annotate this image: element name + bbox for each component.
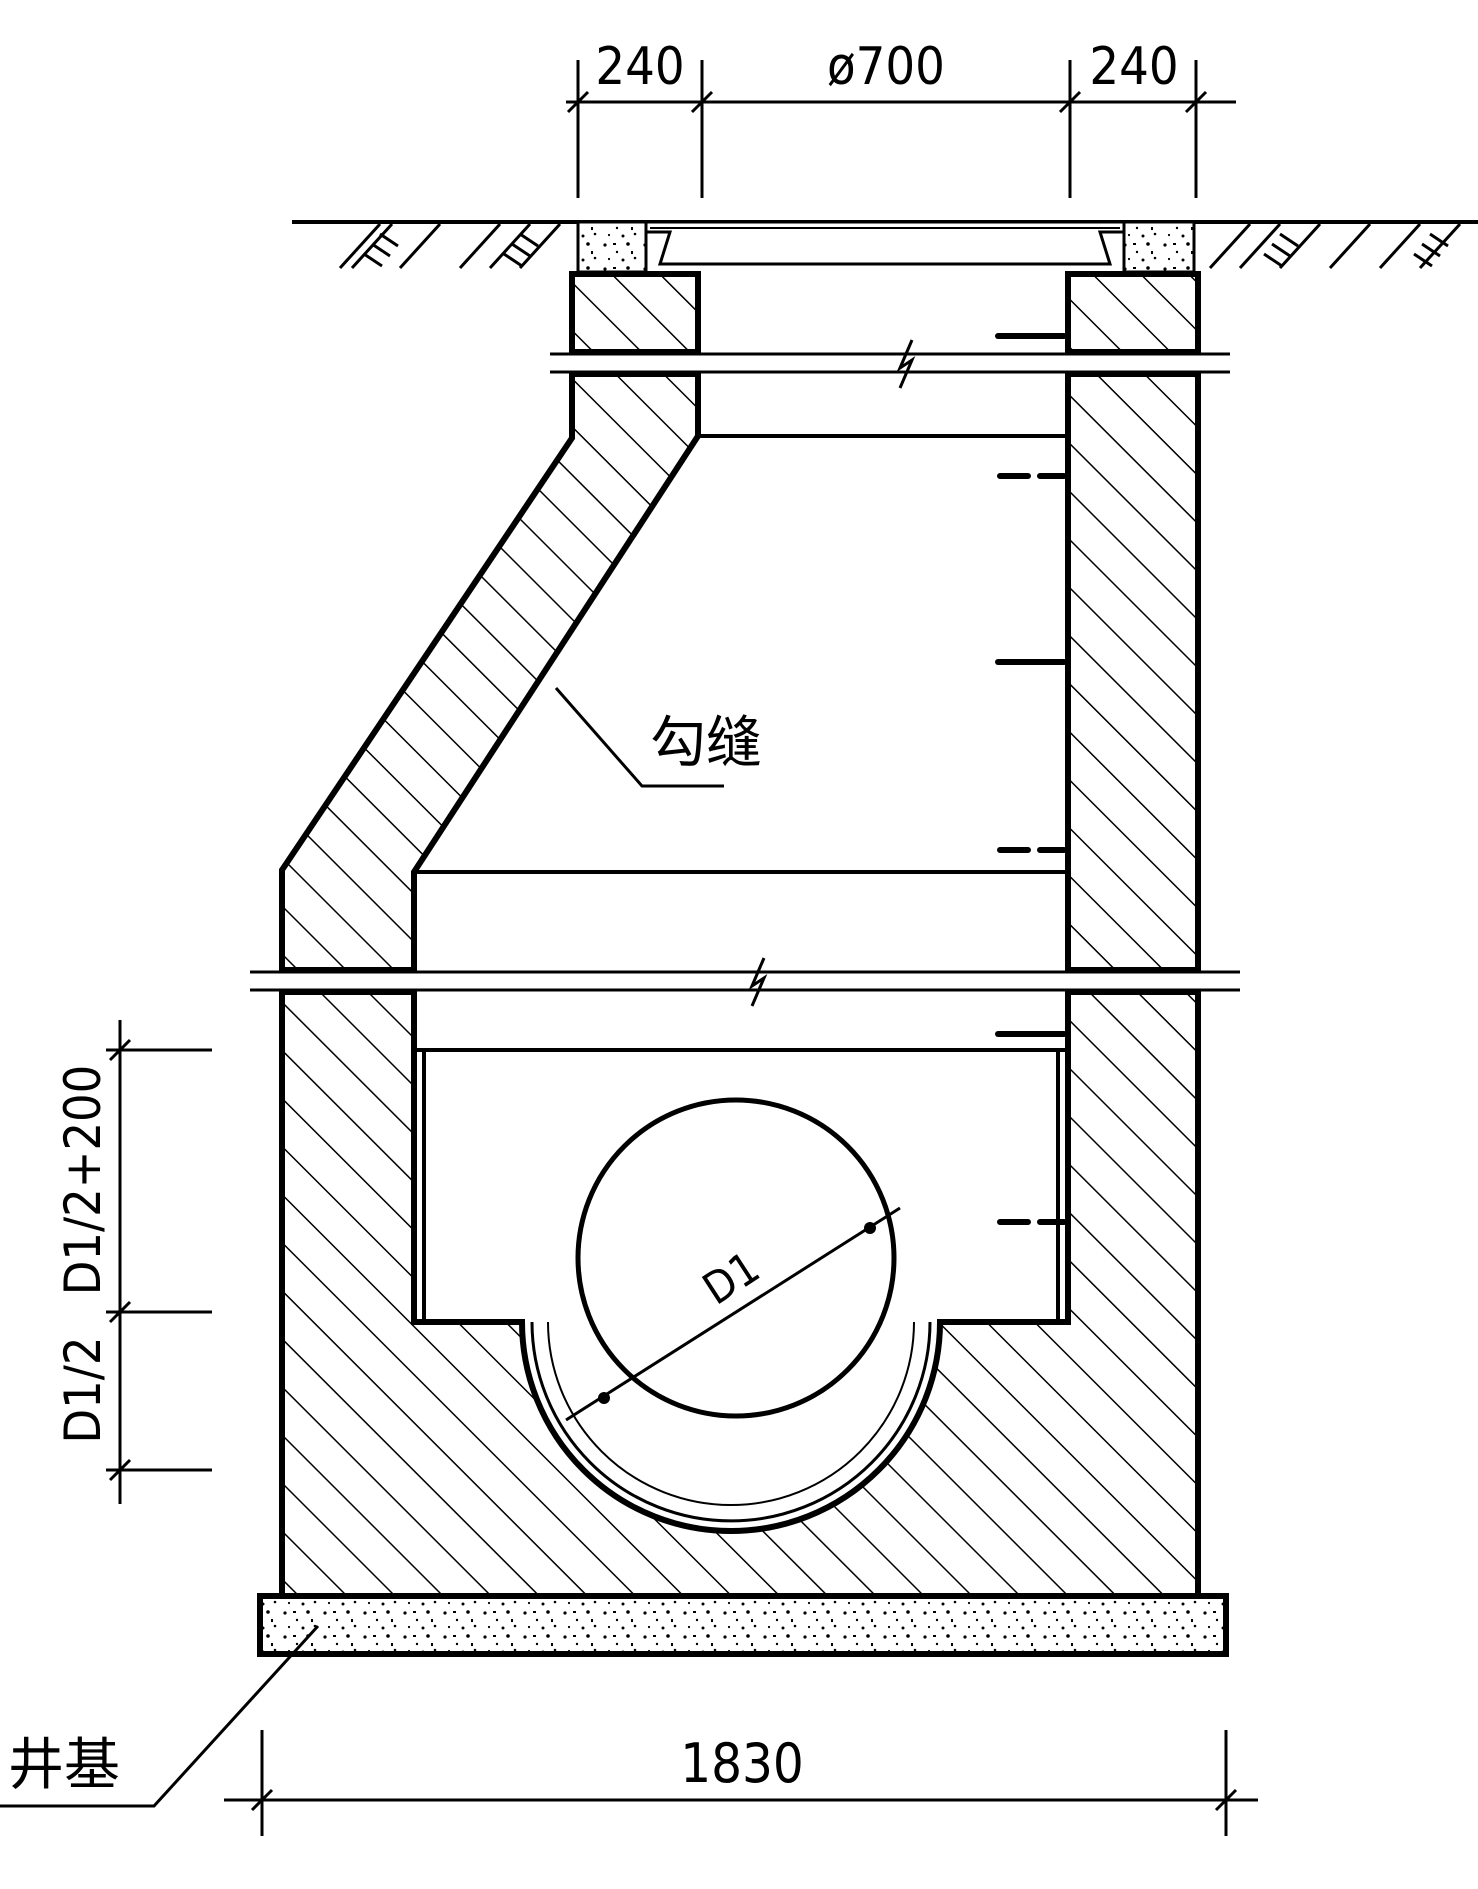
dim-bottom-width: 1830	[680, 1732, 804, 1795]
break-line-lower	[250, 957, 1240, 1007]
break-line-upper	[550, 339, 1230, 389]
pipe	[530, 1097, 932, 1523]
cover-frame	[576, 220, 1196, 274]
base-slab	[257, 1593, 1229, 1657]
left-dimension-lines	[106, 1020, 212, 1504]
manhole-wall	[279, 271, 1201, 1599]
dim-top-opening: ø700	[827, 37, 945, 97]
joint-pointing-leader	[554, 687, 724, 788]
top-dimension-lines	[566, 60, 1236, 198]
joint-pointing-label: 勾缝	[650, 711, 762, 776]
base-slab-leader	[0, 1624, 320, 1808]
dim-left-upper: D1/2+200	[54, 1065, 112, 1296]
ladder-rungs	[995, 333, 1067, 1225]
bottom-dimension-lines	[224, 1730, 1258, 1836]
base-slab-label: 井基	[8, 1733, 120, 1798]
dim-top-left-wall: 240	[595, 37, 684, 97]
dim-left-lower: D1/2	[54, 1336, 112, 1443]
dim-top-right-wall: 240	[1089, 37, 1178, 97]
